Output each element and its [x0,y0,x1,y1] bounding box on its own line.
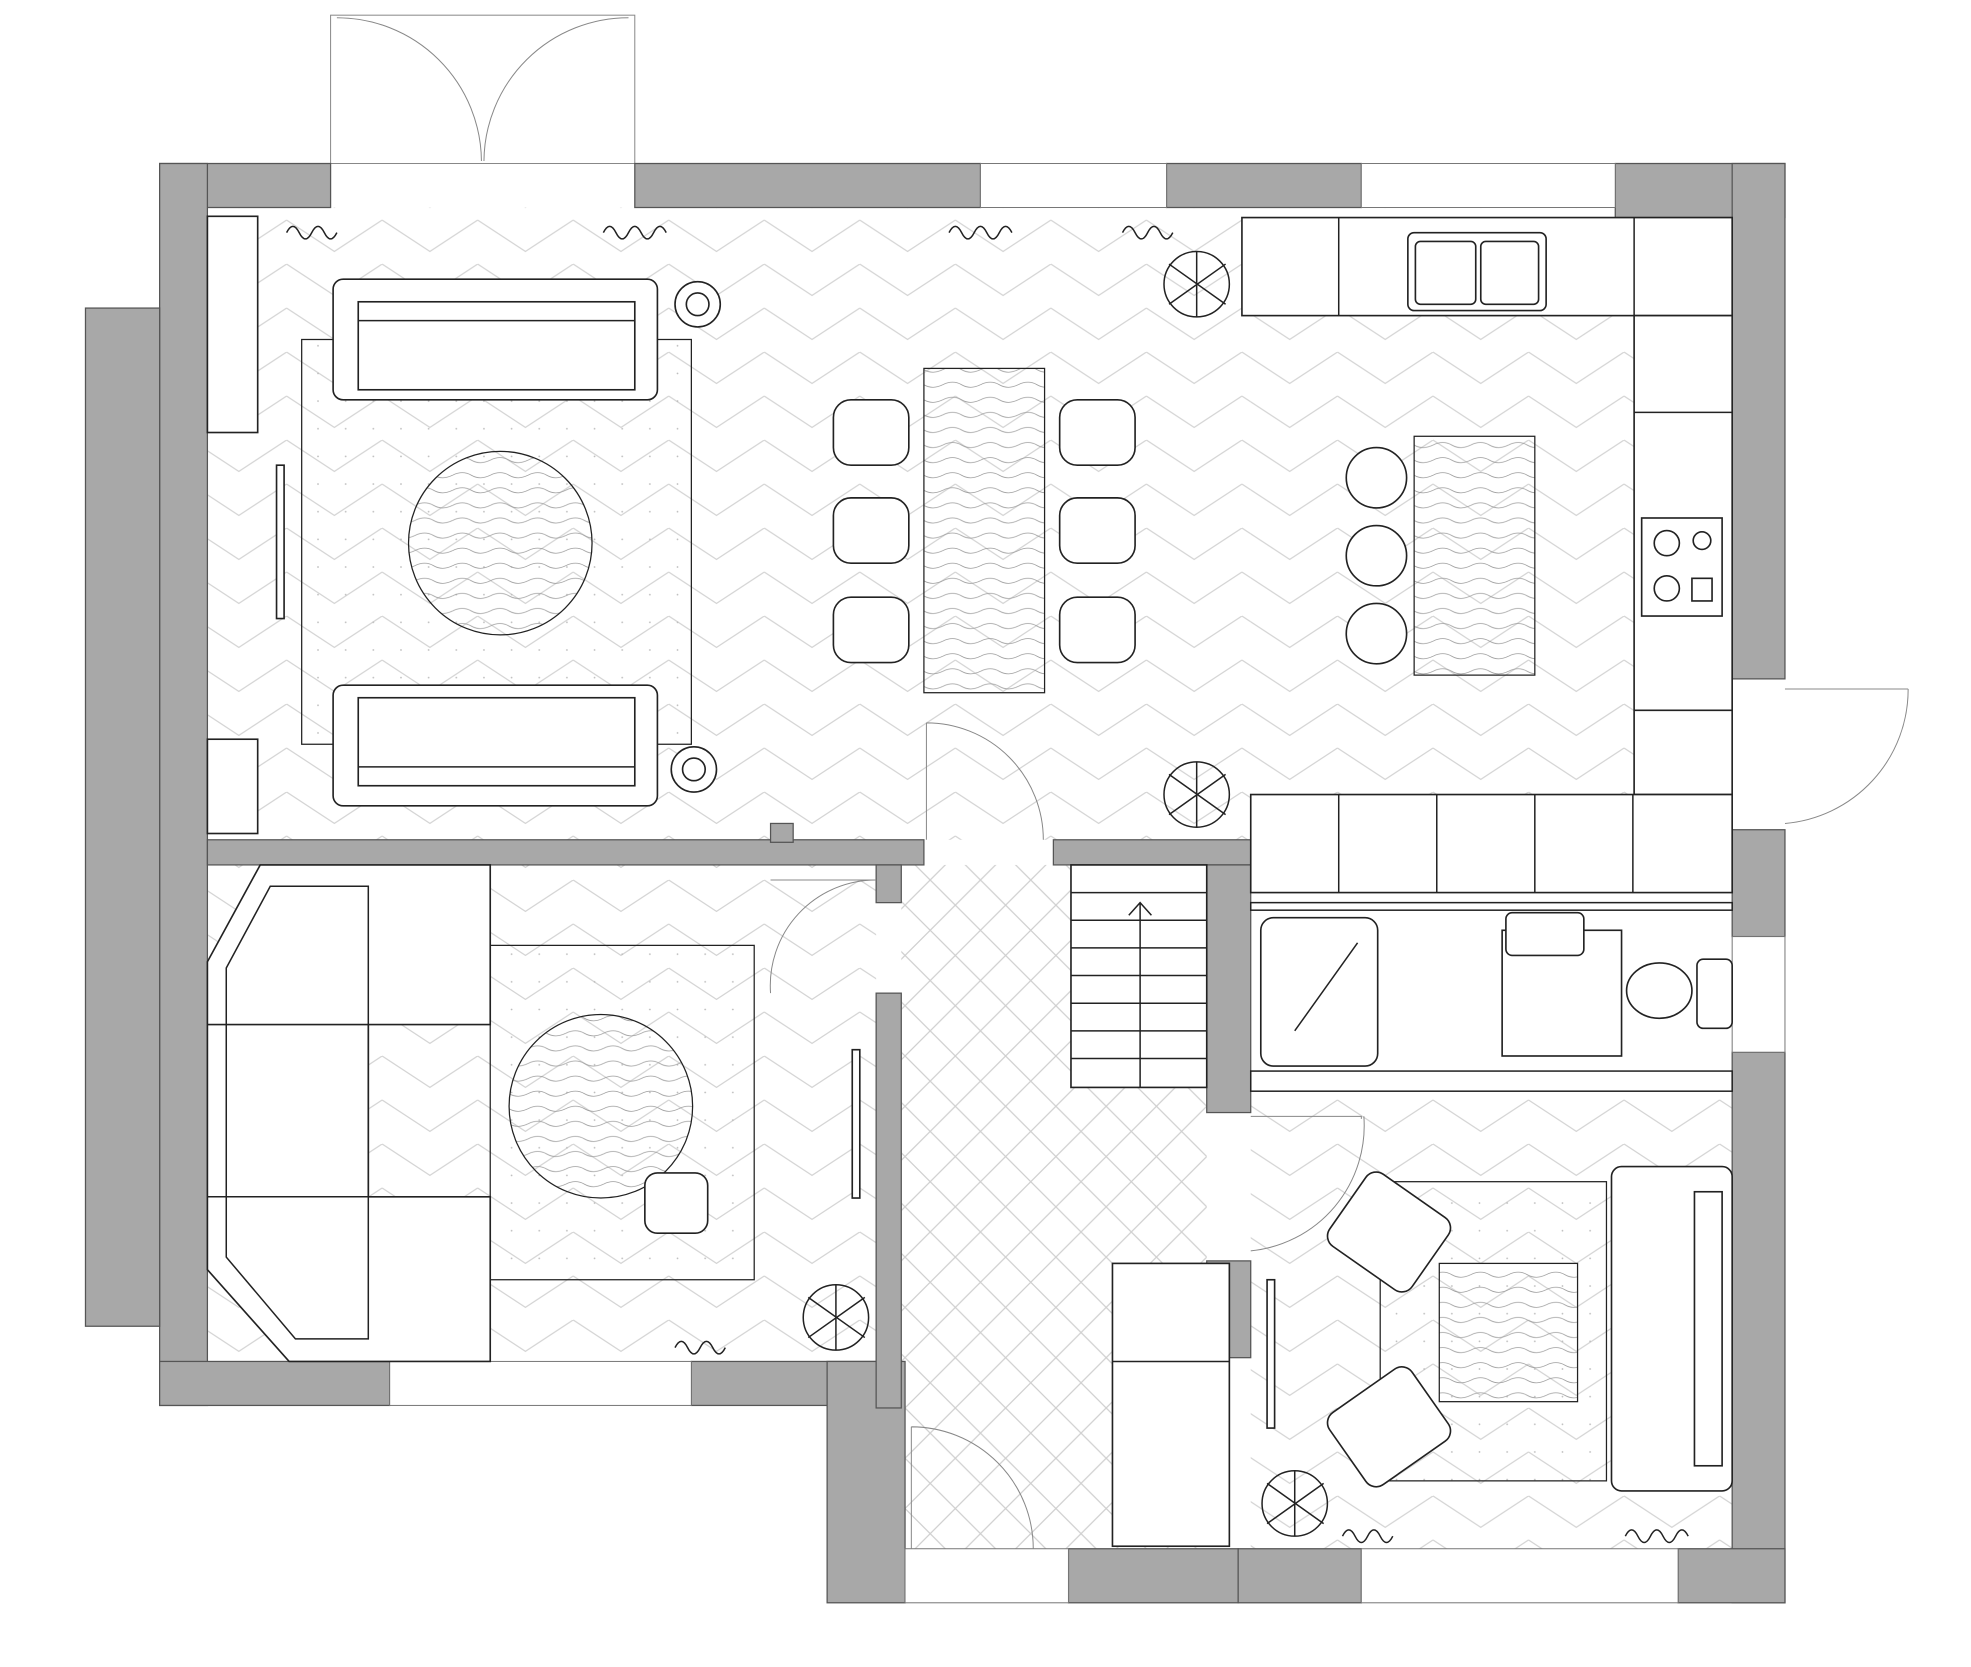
sofa [332,684,659,807]
toilet-icon [1625,958,1733,1030]
sofa [332,278,659,401]
living-room [206,215,722,835]
lounge [206,864,870,1363]
hob-icon [1640,517,1723,617]
lamp-icon [674,280,722,328]
dining-area [832,250,1231,828]
sink-icon [1407,231,1547,312]
coffee-table [407,450,593,636]
chairs [832,399,1136,664]
plant-icon [1163,761,1231,828]
shower-icon [1259,916,1379,1067]
stairs-arrow-icon [1128,901,1152,1088]
doors[interactable] [769,688,1909,1549]
plant-icon [802,1284,870,1351]
bathroom [1259,911,1733,1067]
windows [389,163,1786,1604]
study [1261,1165,1733,1537]
plant-icon [1163,250,1231,318]
stairs [1070,864,1231,1548]
plant-icon [1261,1470,1329,1537]
tv-icon[interactable] [851,1048,861,1199]
bookshelf [206,215,259,434]
bookshelf [206,738,259,835]
radiator-icon [285,225,1689,1544]
garden-double-door[interactable] [330,14,636,165]
dining-table [923,367,1046,694]
kitchen [1241,216,1733,894]
sink-icon [1505,911,1585,957]
tv-icon[interactable] [275,464,285,620]
kitchen-island [1413,435,1536,676]
lamp-icon [670,745,718,793]
coffee-table [508,1013,694,1199]
tv-icon[interactable] [1266,1278,1276,1429]
